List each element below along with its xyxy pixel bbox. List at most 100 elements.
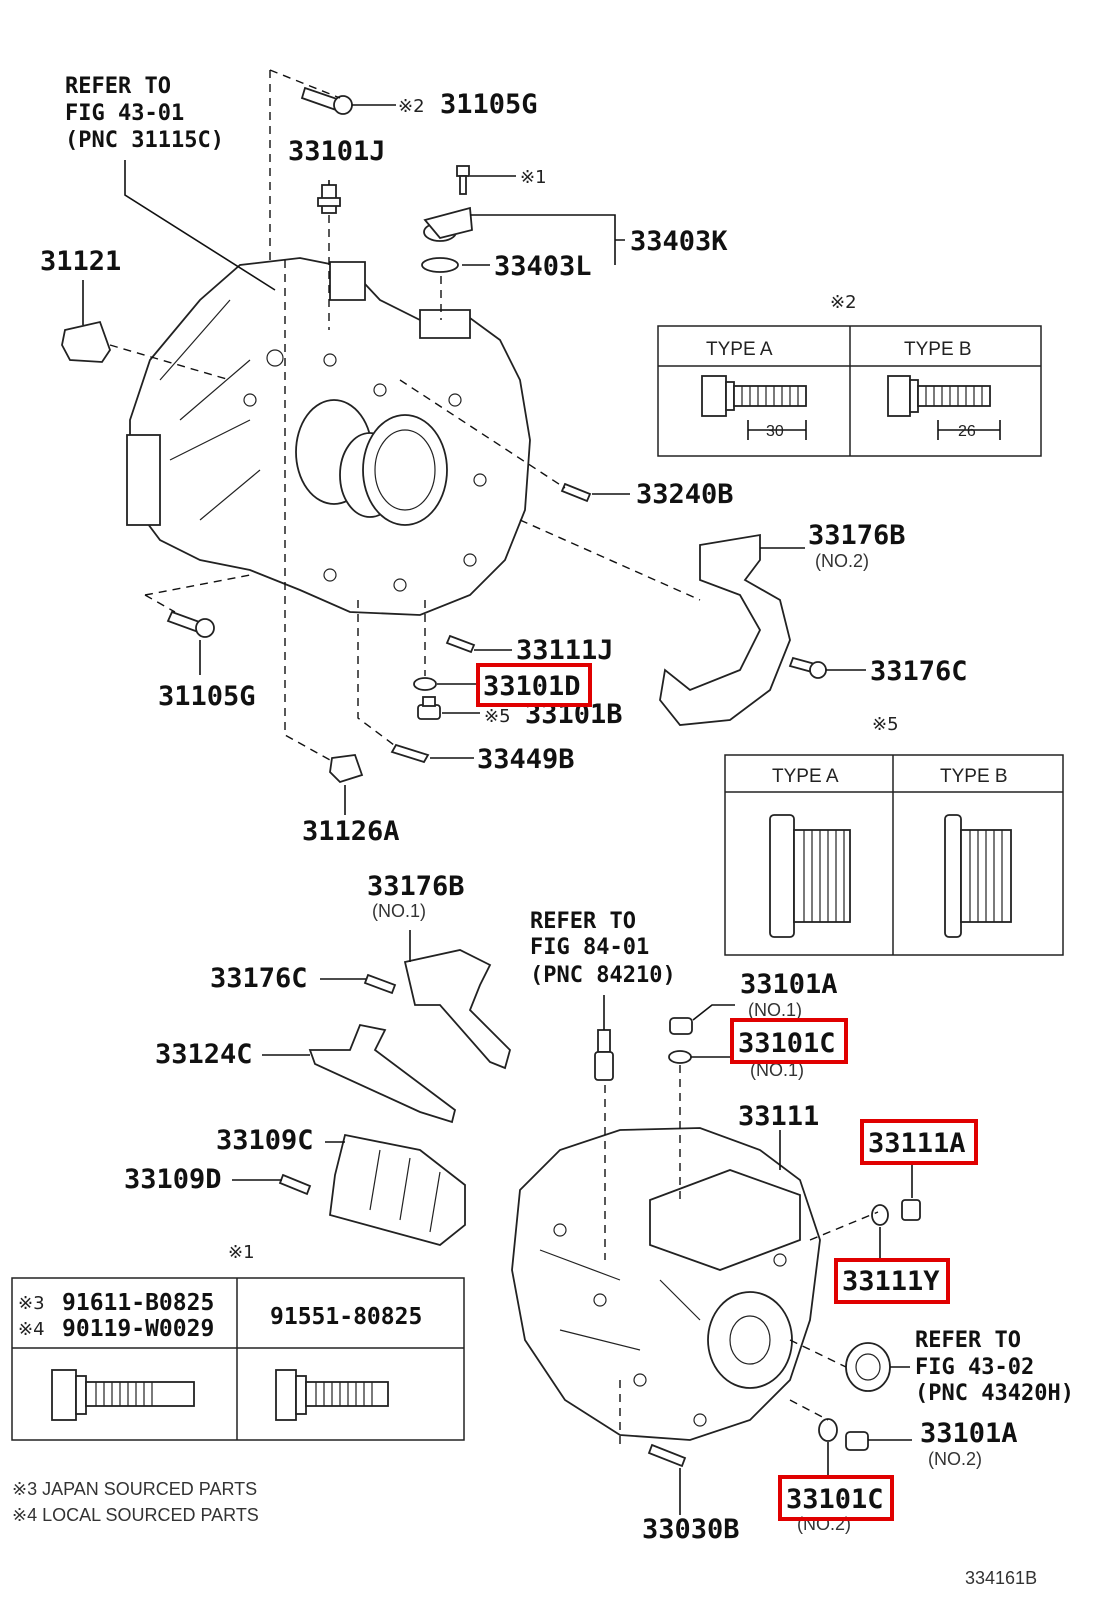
highlight-33101C-no1 xyxy=(730,1018,848,1064)
label-33176B-no2-sub: (NO.2) xyxy=(815,551,869,571)
label-33176C-top: 33176C xyxy=(870,656,968,687)
plug-type-b-drawing xyxy=(944,814,1012,938)
sensor-84210 xyxy=(594,1029,614,1081)
refer-mid-line1: REFER TO xyxy=(530,909,636,934)
label-33030B: 33030B xyxy=(642,1514,740,1545)
bolt-type-a-drawing xyxy=(701,375,807,440)
plug-31121 xyxy=(61,320,111,363)
highlight-33101C-no2 xyxy=(778,1475,894,1521)
table-mark2-label: ※2 xyxy=(830,292,857,313)
table-mark5-type-a: TYPE A xyxy=(772,766,839,787)
pin-33111J xyxy=(445,634,476,654)
table-mark1-part-a2: 90119-W0029 xyxy=(62,1316,214,1342)
bolt-33109D xyxy=(278,1173,312,1196)
plug-33101A-no2 xyxy=(845,1431,869,1451)
transmission-case-drawing xyxy=(511,1127,821,1441)
oring-33403L xyxy=(421,257,459,273)
label-33111A: 33111A xyxy=(868,1128,966,1159)
bracket-33176B-no1 xyxy=(403,949,512,1070)
label-33176B-no2: 33176B xyxy=(808,520,906,551)
label-31105G-left: 31105G xyxy=(158,681,256,712)
refer-mid-line2: FIG 84-01 xyxy=(530,935,649,960)
plug-33101J xyxy=(317,184,341,214)
label-33111J: 33111J xyxy=(516,635,614,666)
bolt-31105G-left xyxy=(166,610,215,638)
mark-5-plug: ※5 xyxy=(484,706,511,727)
label-33176C-bottom: 33176C xyxy=(210,963,308,994)
plug-33111A xyxy=(901,1199,921,1221)
leader-lines xyxy=(82,69,913,1515)
cover-33109C xyxy=(329,1133,466,1246)
refer-top: REFER TO FIG 43-01 (PNC 31115C) xyxy=(65,74,224,153)
label-33101A-no2-sub: (NO.2) xyxy=(928,1449,982,1469)
bolt-type-b-drawing xyxy=(887,375,1001,440)
table-mark2-dim-b: 26 xyxy=(958,423,976,440)
refer-top-line3: (PNC 31115C) xyxy=(65,128,224,153)
sensor-33403K xyxy=(423,206,473,242)
mark-2-bolt: ※2 xyxy=(398,96,425,117)
plug-33101A-no1 xyxy=(669,1017,693,1035)
label-33101C-no1-sub: (NO.1) xyxy=(750,1060,804,1080)
label-33101A-no2: 33101A xyxy=(920,1418,1018,1449)
mark-1-bolt: ※1 xyxy=(520,167,547,188)
plug-33101B xyxy=(417,696,441,720)
gasket-33101C-no2 xyxy=(818,1418,838,1442)
table-mark2-dim-a: 30 xyxy=(766,423,784,440)
table-mark1-mark4: ※4 xyxy=(18,1319,45,1340)
label-33176B-no1-sub: (NO.1) xyxy=(372,901,426,921)
label-33109C: 33109C xyxy=(216,1125,314,1156)
refer-top-line1: REFER TO xyxy=(65,74,171,99)
shield-33176B-no2 xyxy=(659,533,791,726)
figure-id: 334161B xyxy=(965,1568,1037,1588)
refer-right-line3: (PNC 43420H) xyxy=(915,1381,1074,1406)
label-33176B-no1: 33176B xyxy=(367,871,465,902)
label-33101D: 33101D xyxy=(483,671,581,702)
gasket-33111Y xyxy=(871,1204,889,1226)
table-mark1-mark3: ※3 xyxy=(18,1293,45,1314)
label-33111Y: 33111Y xyxy=(842,1266,940,1297)
refer-right-line1: REFER TO xyxy=(915,1328,1021,1353)
bracket-33124C xyxy=(308,1023,457,1124)
label-33403K: 33403K xyxy=(630,226,728,257)
bolt-m1-top xyxy=(456,165,470,195)
label-33109D: 33109D xyxy=(124,1164,222,1195)
table-mark2-type-b: TYPE B xyxy=(904,339,972,360)
note-local-sourced: ※4 LOCAL SOURCED PARTS xyxy=(12,1505,259,1525)
note-japan-sourced: ※3 JAPAN SOURCED PARTS xyxy=(12,1479,257,1499)
flange-bolt-b-drawing xyxy=(275,1369,389,1421)
table-mark5-type-b: TYPE B xyxy=(940,766,1008,787)
flange-bolt-a-drawing xyxy=(51,1369,195,1421)
label-33101C-no2: 33101C xyxy=(786,1484,884,1515)
transaxle-housing-drawing xyxy=(126,257,531,616)
bolt-33030B xyxy=(647,1443,687,1468)
label-33101A-no1: 33101A xyxy=(740,969,838,1000)
highlight-33111A xyxy=(860,1119,978,1165)
seal-33449B xyxy=(390,743,430,764)
label-33101J: 33101J xyxy=(288,136,386,167)
label-33101C-no1: 33101C xyxy=(738,1028,836,1059)
label-33101A-no1-sub: (NO.1) xyxy=(748,1000,802,1020)
highlight-33101D xyxy=(476,663,592,707)
mount-31126A xyxy=(329,754,364,784)
bolt-33176C-bottom xyxy=(363,973,397,995)
gasket-33101C-no1 xyxy=(668,1050,692,1064)
label-31126A: 31126A xyxy=(302,816,400,847)
refer-mid: REFER TO FIG 84-01 (PNC 84210) xyxy=(530,909,676,988)
refer-right-line2: FIG 43-02 xyxy=(915,1355,1034,1380)
table-mark1: ※1 ※3 91611-B0825 ※4 90119-W0029 91551-8… xyxy=(11,1242,465,1441)
label-33240B: 33240B xyxy=(636,479,734,510)
label-33111: 33111 xyxy=(738,1101,819,1132)
table-mark2-type-a: TYPE A xyxy=(706,339,773,360)
refer-top-line2: FIG 43-01 xyxy=(65,101,184,126)
label-33403L: 33403L xyxy=(494,251,592,282)
label-31121: 31121 xyxy=(40,246,121,277)
highlight-33111Y xyxy=(834,1258,950,1304)
bolt-31105G-top xyxy=(300,86,353,115)
table-mark1-part-b: 91551-80825 xyxy=(270,1304,422,1330)
table-mark1-label: ※1 xyxy=(228,1242,255,1263)
bolt-33176C-top xyxy=(788,656,827,679)
gasket-33101D xyxy=(413,677,437,691)
pin-33240B xyxy=(560,482,592,503)
table-mark1-part-a1: 91611-B0825 xyxy=(62,1290,214,1316)
